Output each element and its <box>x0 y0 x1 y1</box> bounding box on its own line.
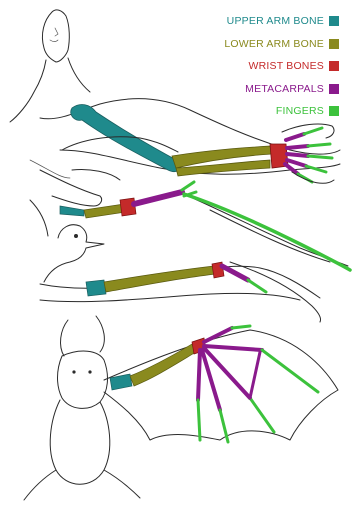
legend-label-fingers: FINGERS <box>276 105 324 117</box>
bird-figure <box>40 225 321 322</box>
legend-label-lower: LOWER ARM BONE <box>224 38 324 50</box>
legend-label-wrist: WRIST BONES <box>248 60 324 72</box>
legend-row-lower: LOWER ARM BONE <box>149 33 339 56</box>
legend-row-fingers: FINGERS <box>149 100 339 123</box>
legend-row-wrist: WRIST BONES <box>149 55 339 78</box>
legend-label-meta: METACARPALS <box>245 83 324 95</box>
legend-row-meta: METACARPALS <box>149 78 339 101</box>
legend-swatch-upper <box>329 16 339 26</box>
legend-swatch-fingers <box>329 106 339 116</box>
legend-label-upper: UPPER ARM BONE <box>227 15 324 27</box>
bone-legend: UPPER ARM BONE LOWER ARM BONE WRIST BONE… <box>149 10 339 123</box>
legend-row-upper: UPPER ARM BONE <box>149 10 339 33</box>
legend-swatch-meta <box>329 84 339 94</box>
bat-figure <box>24 316 338 500</box>
legend-swatch-wrist <box>329 61 339 71</box>
legend-swatch-lower <box>329 39 339 49</box>
